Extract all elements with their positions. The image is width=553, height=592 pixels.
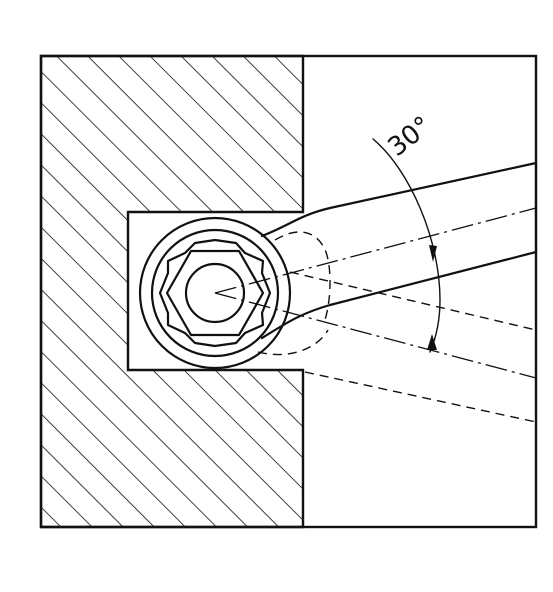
bolt-circle	[184, 262, 246, 324]
hatched-wall	[39, 54, 305, 529]
wrench-ring-head	[138, 216, 292, 370]
arrow-head-lower	[427, 334, 437, 350]
angle-label: 30°	[383, 111, 438, 163]
center-lines	[214, 207, 537, 379]
arrow-head-upper	[429, 245, 437, 262]
wrench-handle	[260, 161, 538, 340]
angle-dimension	[372, 138, 441, 353]
hex-nut	[165, 249, 265, 337]
rotated-wrench-position	[257, 231, 537, 423]
twelve-point-socket	[158, 238, 272, 348]
